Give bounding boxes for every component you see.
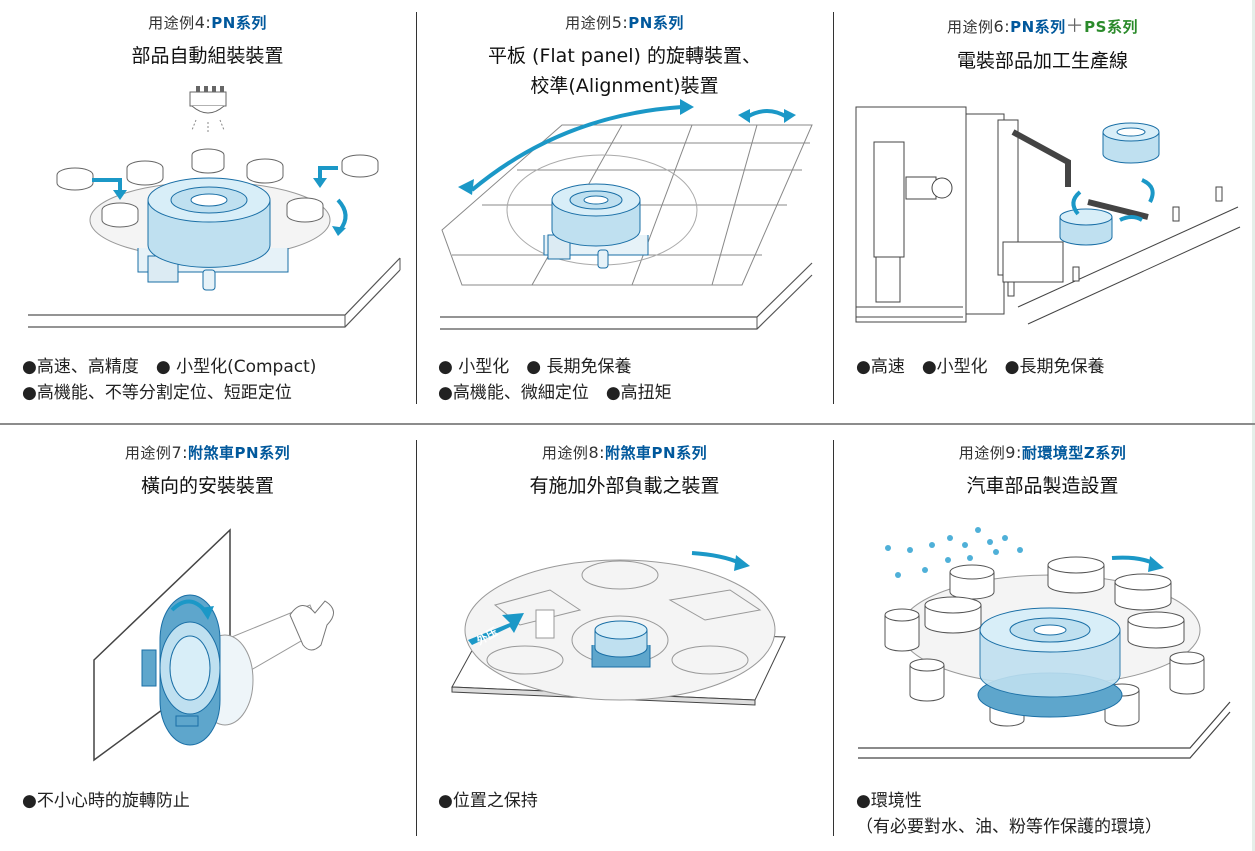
panel-title: 有施加外部負載之裝置 <box>529 475 720 497</box>
illustration-assembly <box>28 86 401 328</box>
app-number: 5: <box>611 13 629 32</box>
app-line: 用途例4:PN系列 <box>10 12 405 33</box>
bullet-line: ●環境性 <box>856 791 922 811</box>
panel-4-bullets: ●高速、高精度 ● 小型化(Compact) ●高機能、不等分割定位、短距定位 <box>22 354 316 406</box>
app-prefix: 用途例 <box>958 444 1006 462</box>
panel-title-line2: 校準(Alignment)裝置 <box>530 75 719 97</box>
app-prefix: 用途例 <box>541 444 589 462</box>
app-line: 用途例8:附煞車PN系列 <box>427 442 822 463</box>
app-number: 6: <box>993 17 1011 36</box>
app-line: 用途例5:PN系列 <box>427 12 822 33</box>
series-name: PN系列 <box>1010 18 1066 36</box>
bullet-line: ●位置之保持 <box>438 791 538 811</box>
series-name: 附煞車PN系列 <box>188 444 291 462</box>
panel-title: 電裝部品加工生產線 <box>956 50 1128 72</box>
illustration-harsh-environment <box>858 527 1231 759</box>
panel-title: 部品自動組裝裝置 <box>131 45 284 67</box>
divider-h <box>0 423 1255 425</box>
bullet-line: ● 小型化 ● 長期免保養 <box>438 357 632 377</box>
panel-6-bullets: ●高速 ●小型化 ●長期免保養 <box>856 354 1105 380</box>
app-line: 用途例7:附煞車PN系列 <box>10 442 405 463</box>
app-number: 7: <box>171 443 189 462</box>
app-line: 用途例6:PN系列＋PS系列 <box>845 12 1240 38</box>
panel-example-4: 用途例4:PN系列 部品自動組裝裝置 <box>10 12 405 71</box>
divider-v1 <box>416 12 417 404</box>
right-border <box>1252 0 1255 851</box>
bullet-line: ●高機能、不等分割定位、短距定位 <box>22 383 292 403</box>
app-prefix: 用途例 <box>124 444 172 462</box>
divider-v4 <box>833 440 834 836</box>
illustration-flat-panel <box>440 99 813 330</box>
divider-v3 <box>416 440 417 836</box>
panel-example-9: 用途例9:耐環境型Z系列 汽車部品製造設置 <box>845 442 1240 501</box>
app-prefix: 用途例 <box>565 14 612 32</box>
panel-example-8: 用途例8:附煞車PN系列 有施加外部負載之裝置 <box>427 442 822 501</box>
bullet-line: （有必要對水、油、粉等作保護的環境） <box>856 817 1162 837</box>
panel-example-5: 用途例5:PN系列 平板 (Flat panel) 的旋轉裝置、 校準(Alig… <box>427 12 822 101</box>
bullet-line: ●不小心時的旋轉防止 <box>22 791 190 811</box>
panel-example-6: 用途例6:PN系列＋PS系列 電裝部品加工生產線 <box>845 12 1240 76</box>
series-name: PN系列 <box>211 14 267 32</box>
illustration-production-line <box>855 106 1241 325</box>
divider-v2 <box>833 12 834 404</box>
panel-8-bullets: ●位置之保持 <box>438 788 538 814</box>
panel-title: 橫向的安裝裝置 <box>140 475 274 497</box>
app-number: 4: <box>194 13 212 32</box>
panel-9-bullets: ●環境性 （有必要對水、油、粉等作保護的環境） <box>856 788 1162 840</box>
app-number: 8: <box>588 443 606 462</box>
panel-title: 汽車部品製造設置 <box>966 475 1119 497</box>
plus-sign: ＋ <box>1065 16 1085 37</box>
illustration-horizontal-mount <box>93 528 334 762</box>
app-line: 用途例9:耐環境型Z系列 <box>845 442 1240 463</box>
series-name-2: PS系列 <box>1084 18 1138 36</box>
panel-example-7: 用途例7:附煞車PN系列 橫向的安裝裝置 <box>10 442 405 501</box>
panel-title: 平板 (Flat panel) 的旋轉裝置、 <box>488 45 761 67</box>
panel-5-bullets: ● 小型化 ● 長期免保養 ●高機能、微細定位 ●高扭矩 <box>438 354 672 406</box>
app-prefix: 用途例 <box>148 14 195 32</box>
app-number: 9: <box>1005 443 1022 462</box>
bullet-line: ●高速 ●小型化 ●長期免保養 <box>856 357 1105 377</box>
app-prefix: 用途例 <box>947 18 994 36</box>
series-name: 耐環境型Z系列 <box>1021 444 1127 462</box>
series-name: 附煞車PN系列 <box>605 444 708 462</box>
panel-7-bullets: ●不小心時的旋轉防止 <box>22 788 190 814</box>
bullet-line: ●高機能、微細定位 ●高扭矩 <box>438 383 672 403</box>
illustration-external-load <box>451 551 786 706</box>
bullet-line: ●高速、高精度 ● 小型化(Compact) <box>22 357 317 377</box>
series-name: PN系列 <box>628 14 684 32</box>
